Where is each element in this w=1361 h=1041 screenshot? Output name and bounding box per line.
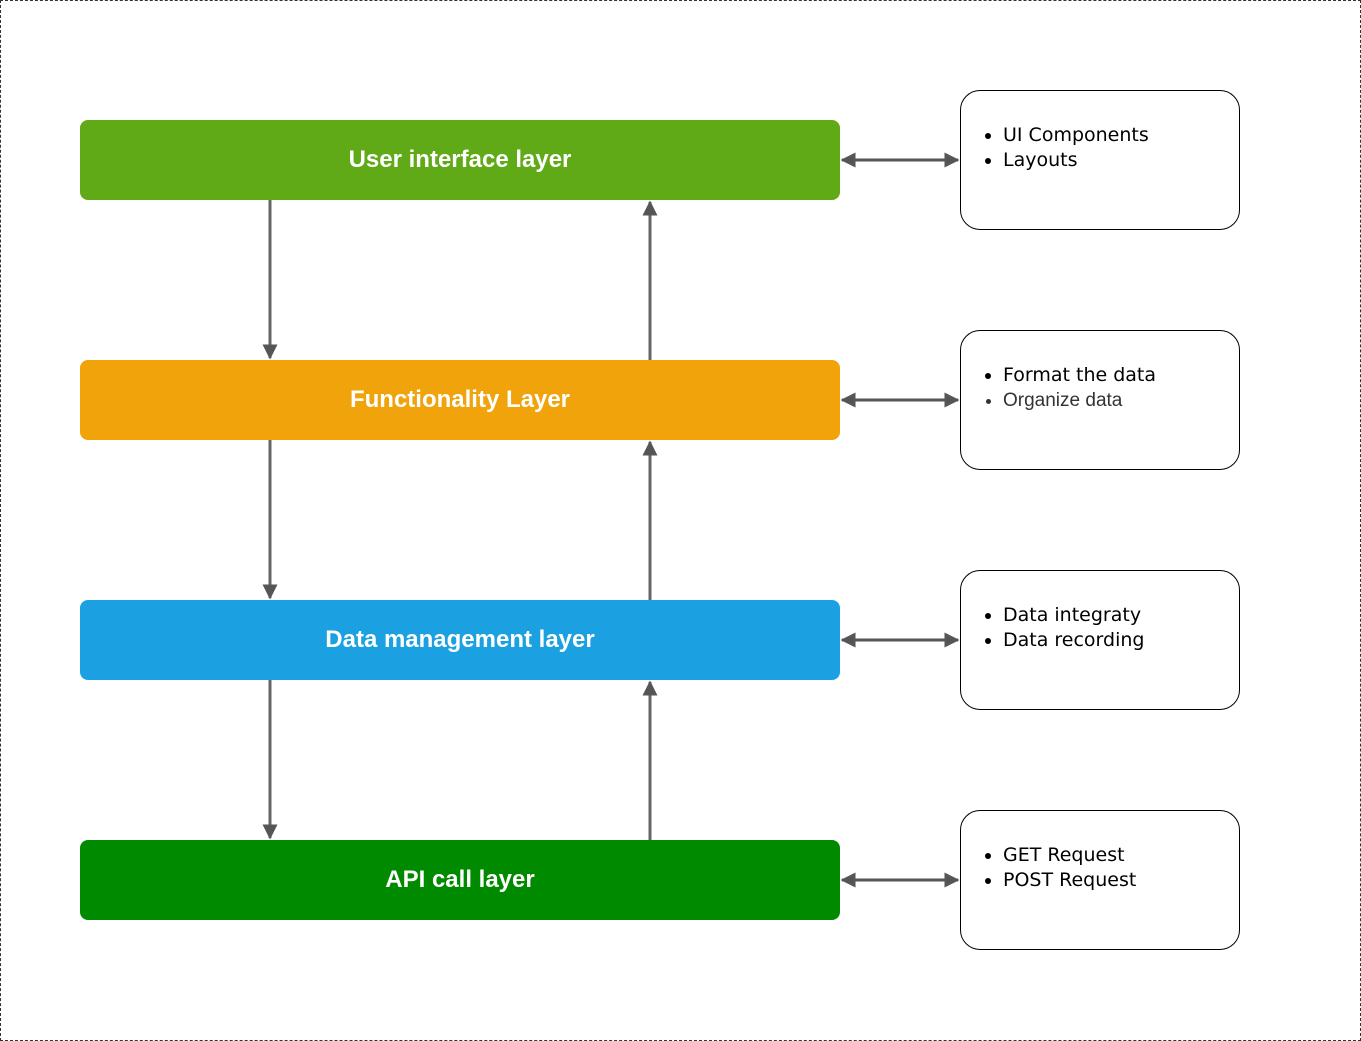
- list-item: Organize data: [1003, 388, 1156, 413]
- functionality-details-box: Format the data Organize data: [960, 330, 1240, 470]
- detail-list: Data integraty Data recording: [961, 603, 1144, 653]
- list-item: Data integraty: [1003, 603, 1144, 628]
- layer-label: Data management layer: [325, 626, 595, 653]
- detail-list: UI Components Layouts: [961, 123, 1149, 173]
- api-call-layer-box: API call layer: [80, 840, 840, 920]
- list-item: Data recording: [1003, 628, 1144, 653]
- functionality-layer-box: Functionality Layer: [80, 360, 840, 440]
- list-item: POST Request: [1003, 868, 1136, 893]
- data-management-details-box: Data integraty Data recording: [960, 570, 1240, 710]
- api-details-box: GET Request POST Request: [960, 810, 1240, 950]
- list-item: Format the data: [1003, 363, 1156, 388]
- data-management-layer-box: Data management layer: [80, 600, 840, 680]
- layer-label: Functionality Layer: [349, 386, 571, 413]
- layer-label: API call layer: [385, 866, 535, 893]
- ui-details-box: UI Components Layouts: [960, 90, 1240, 230]
- detail-list: GET Request POST Request: [961, 843, 1136, 893]
- list-item: UI Components: [1003, 123, 1149, 148]
- list-item: GET Request: [1003, 843, 1136, 868]
- detail-list: Format the data Organize data: [961, 363, 1156, 413]
- user-interface-layer-box: User interface layer: [80, 120, 840, 200]
- layer-label: User interface layer: [348, 146, 572, 173]
- list-item: Layouts: [1003, 148, 1149, 173]
